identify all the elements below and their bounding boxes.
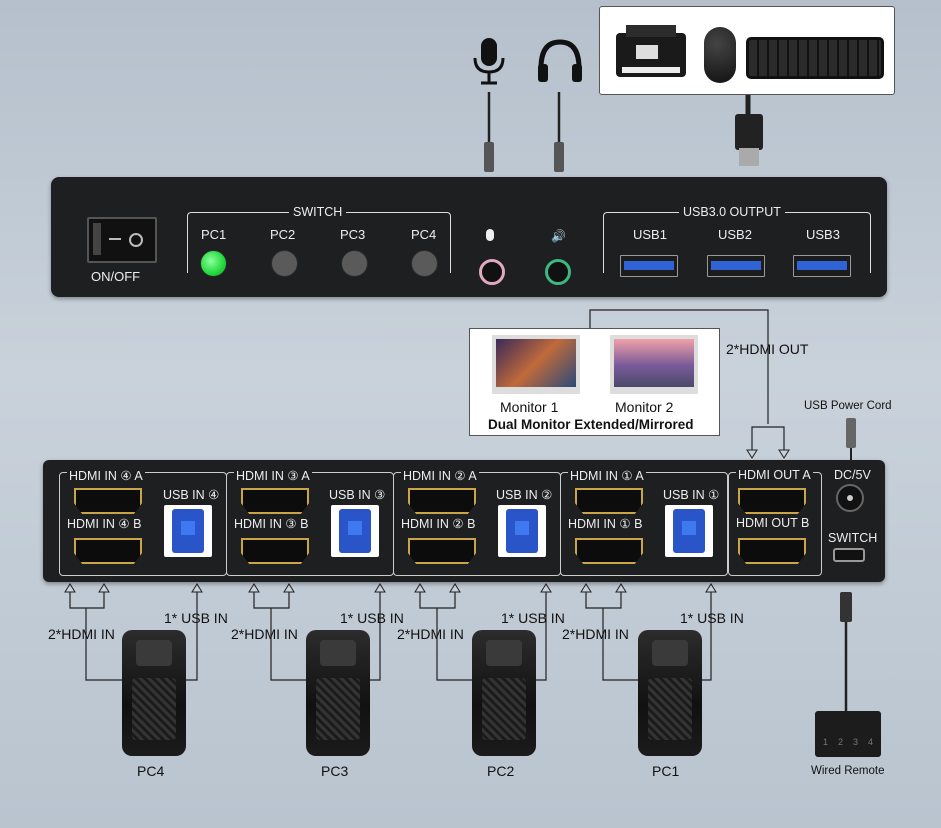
usb3-port[interactable] (793, 255, 851, 277)
pc3-label: PC3 (340, 227, 366, 242)
pc1-led-button[interactable] (200, 250, 227, 277)
pc3-button[interactable] (341, 250, 368, 277)
switch-label: SWITCH (289, 205, 347, 219)
pc2-label: PC2 (270, 227, 296, 242)
monitor-2-label: Monitor 2 (615, 399, 674, 415)
monitor-2-image (610, 335, 698, 394)
power-switch[interactable] (87, 217, 157, 263)
pc4-tower (122, 630, 186, 756)
usb3-label: USB3 (806, 227, 840, 242)
dual-monitor-caption: Dual Monitor Extended/Mirrored (488, 417, 694, 432)
remote-plug (840, 592, 852, 622)
hdmi-in-2b-label: HDMI IN ② B (401, 517, 476, 531)
wired-remote[interactable]: 1 2 3 4 (815, 711, 881, 757)
hdmi-out-a-label: HDMI OUT A (736, 468, 813, 482)
hdmi-out-b-port[interactable] (738, 538, 806, 564)
pc2-button[interactable] (271, 250, 298, 277)
usb-a-plug (735, 114, 763, 150)
pc4-button[interactable] (411, 250, 438, 277)
usb-in-3-label: USB IN ③ (329, 488, 386, 502)
remote-key-4[interactable]: 4 (868, 737, 874, 747)
monitor-1-image (492, 335, 580, 394)
usb-a-plug-tip (739, 148, 759, 166)
headphone-jack[interactable] (545, 259, 571, 285)
pc2-tower (472, 630, 536, 756)
hdmi-out-label: 2*HDMI OUT (726, 341, 809, 357)
hdmi-in-3b-port[interactable] (241, 538, 309, 564)
power-plug (846, 418, 856, 448)
usb2-label: USB2 (718, 227, 752, 242)
switch-remote-port[interactable] (833, 548, 865, 562)
hdmi-in-4b-port[interactable] (74, 538, 142, 564)
usb-in-1-label: USB IN ① (663, 488, 720, 502)
usb-output-label: USB3.0 OUTPUT (679, 205, 785, 219)
pc3-hdmi-in-label: 2*HDMI IN (231, 626, 298, 642)
remote-key-3[interactable]: 3 (853, 737, 859, 747)
pc3-tower (306, 630, 370, 756)
pc1-tower (638, 630, 702, 756)
usb1-port[interactable] (620, 255, 678, 277)
hdmi-in-4a-label: HDMI IN ④ A (67, 468, 145, 483)
hdmi-in-2b-port[interactable] (408, 538, 476, 564)
pc4-hdmi-in-label: 2*HDMI IN (48, 626, 115, 642)
hdmi-in-2a-label: HDMI IN ② A (401, 468, 479, 483)
pc1-label: PC1 (201, 227, 227, 242)
mic-jack[interactable] (479, 259, 505, 285)
switch-port-label: SWITCH (828, 531, 878, 545)
hdmi-out-b-label: HDMI OUT B (736, 516, 810, 530)
hdmi-in-4b-label: HDMI IN ④ B (67, 517, 142, 531)
monitor-1-label: Monitor 1 (500, 399, 559, 415)
kvm-front-panel: ON/OFF SWITCH PC1 PC2 PC3 PC4 🔊 USB3.0 O… (51, 177, 887, 297)
hdmi-in-1b-label: HDMI IN ① B (568, 517, 643, 531)
usb-in-2-label: USB IN ② (496, 488, 553, 502)
usb-in-2-port[interactable] (498, 505, 546, 557)
usb-power-cord-label: USB Power Cord (804, 400, 892, 412)
power-label: ON/OFF (91, 269, 141, 284)
hdmi-in-1a-port[interactable] (575, 488, 643, 514)
hdmi-in-3b-label: HDMI IN ③ B (234, 517, 309, 531)
usb-in-4-port[interactable] (164, 505, 212, 557)
usb-in-4-label: USB IN ④ (163, 488, 220, 502)
remote-key-1[interactable]: 1 (823, 737, 829, 747)
hdmi-in-1b-port[interactable] (575, 538, 643, 564)
usb1-label: USB1 (633, 227, 667, 242)
hdmi-out-a-port[interactable] (738, 488, 806, 514)
headphones-icon (536, 38, 584, 84)
pc3-usb-in-label: 1* USB IN (340, 610, 404, 626)
audio-plug-mic (484, 142, 494, 172)
dc-power-jack[interactable] (836, 484, 864, 512)
hdmi-in-1a-label: HDMI IN ① A (568, 468, 646, 483)
hdmi-in-2a-port[interactable] (408, 488, 476, 514)
pc2-hdmi-in-label: 2*HDMI IN (397, 626, 464, 642)
microphone-icon (470, 36, 508, 86)
keyboard-icon (746, 37, 884, 79)
peripherals-box (599, 6, 895, 95)
dc-label: DC/5V (834, 468, 871, 482)
wired-remote-label: Wired Remote (811, 765, 885, 777)
pc1-label: PC1 (652, 763, 680, 779)
pc2-usb-in-label: 1* USB IN (501, 610, 565, 626)
hdmi-in-3a-port[interactable] (241, 488, 309, 514)
speaker-small-icon: 🔊 (551, 229, 566, 243)
remote-key-2[interactable]: 2 (838, 737, 844, 747)
mic-small-icon (486, 229, 494, 241)
audio-plug-headphone (554, 142, 564, 172)
pc1-hdmi-in-label: 2*HDMI IN (562, 626, 629, 642)
monitors-box: Monitor 1 Monitor 2 Dual Monitor Extende… (469, 328, 720, 436)
pc4-usb-in-label: 1* USB IN (164, 610, 228, 626)
pc4-label: PC4 (411, 227, 437, 242)
pc4-label: PC4 (137, 763, 165, 779)
usb-in-3-port[interactable] (331, 505, 379, 557)
pc1-usb-in-label: 1* USB IN (680, 610, 744, 626)
kvm-back-panel: HDMI IN ④ A HDMI IN ④ B USB IN ④ HDMI IN… (43, 460, 885, 582)
pc2-label: PC2 (487, 763, 515, 779)
usb2-port[interactable] (707, 255, 765, 277)
usb-in-1-port[interactable] (665, 505, 713, 557)
pc3-label: PC3 (321, 763, 349, 779)
printer-icon (612, 23, 690, 83)
mouse-icon (704, 27, 736, 83)
hdmi-in-4a-port[interactable] (74, 488, 142, 514)
hdmi-in-3a-label: HDMI IN ③ A (234, 468, 312, 483)
